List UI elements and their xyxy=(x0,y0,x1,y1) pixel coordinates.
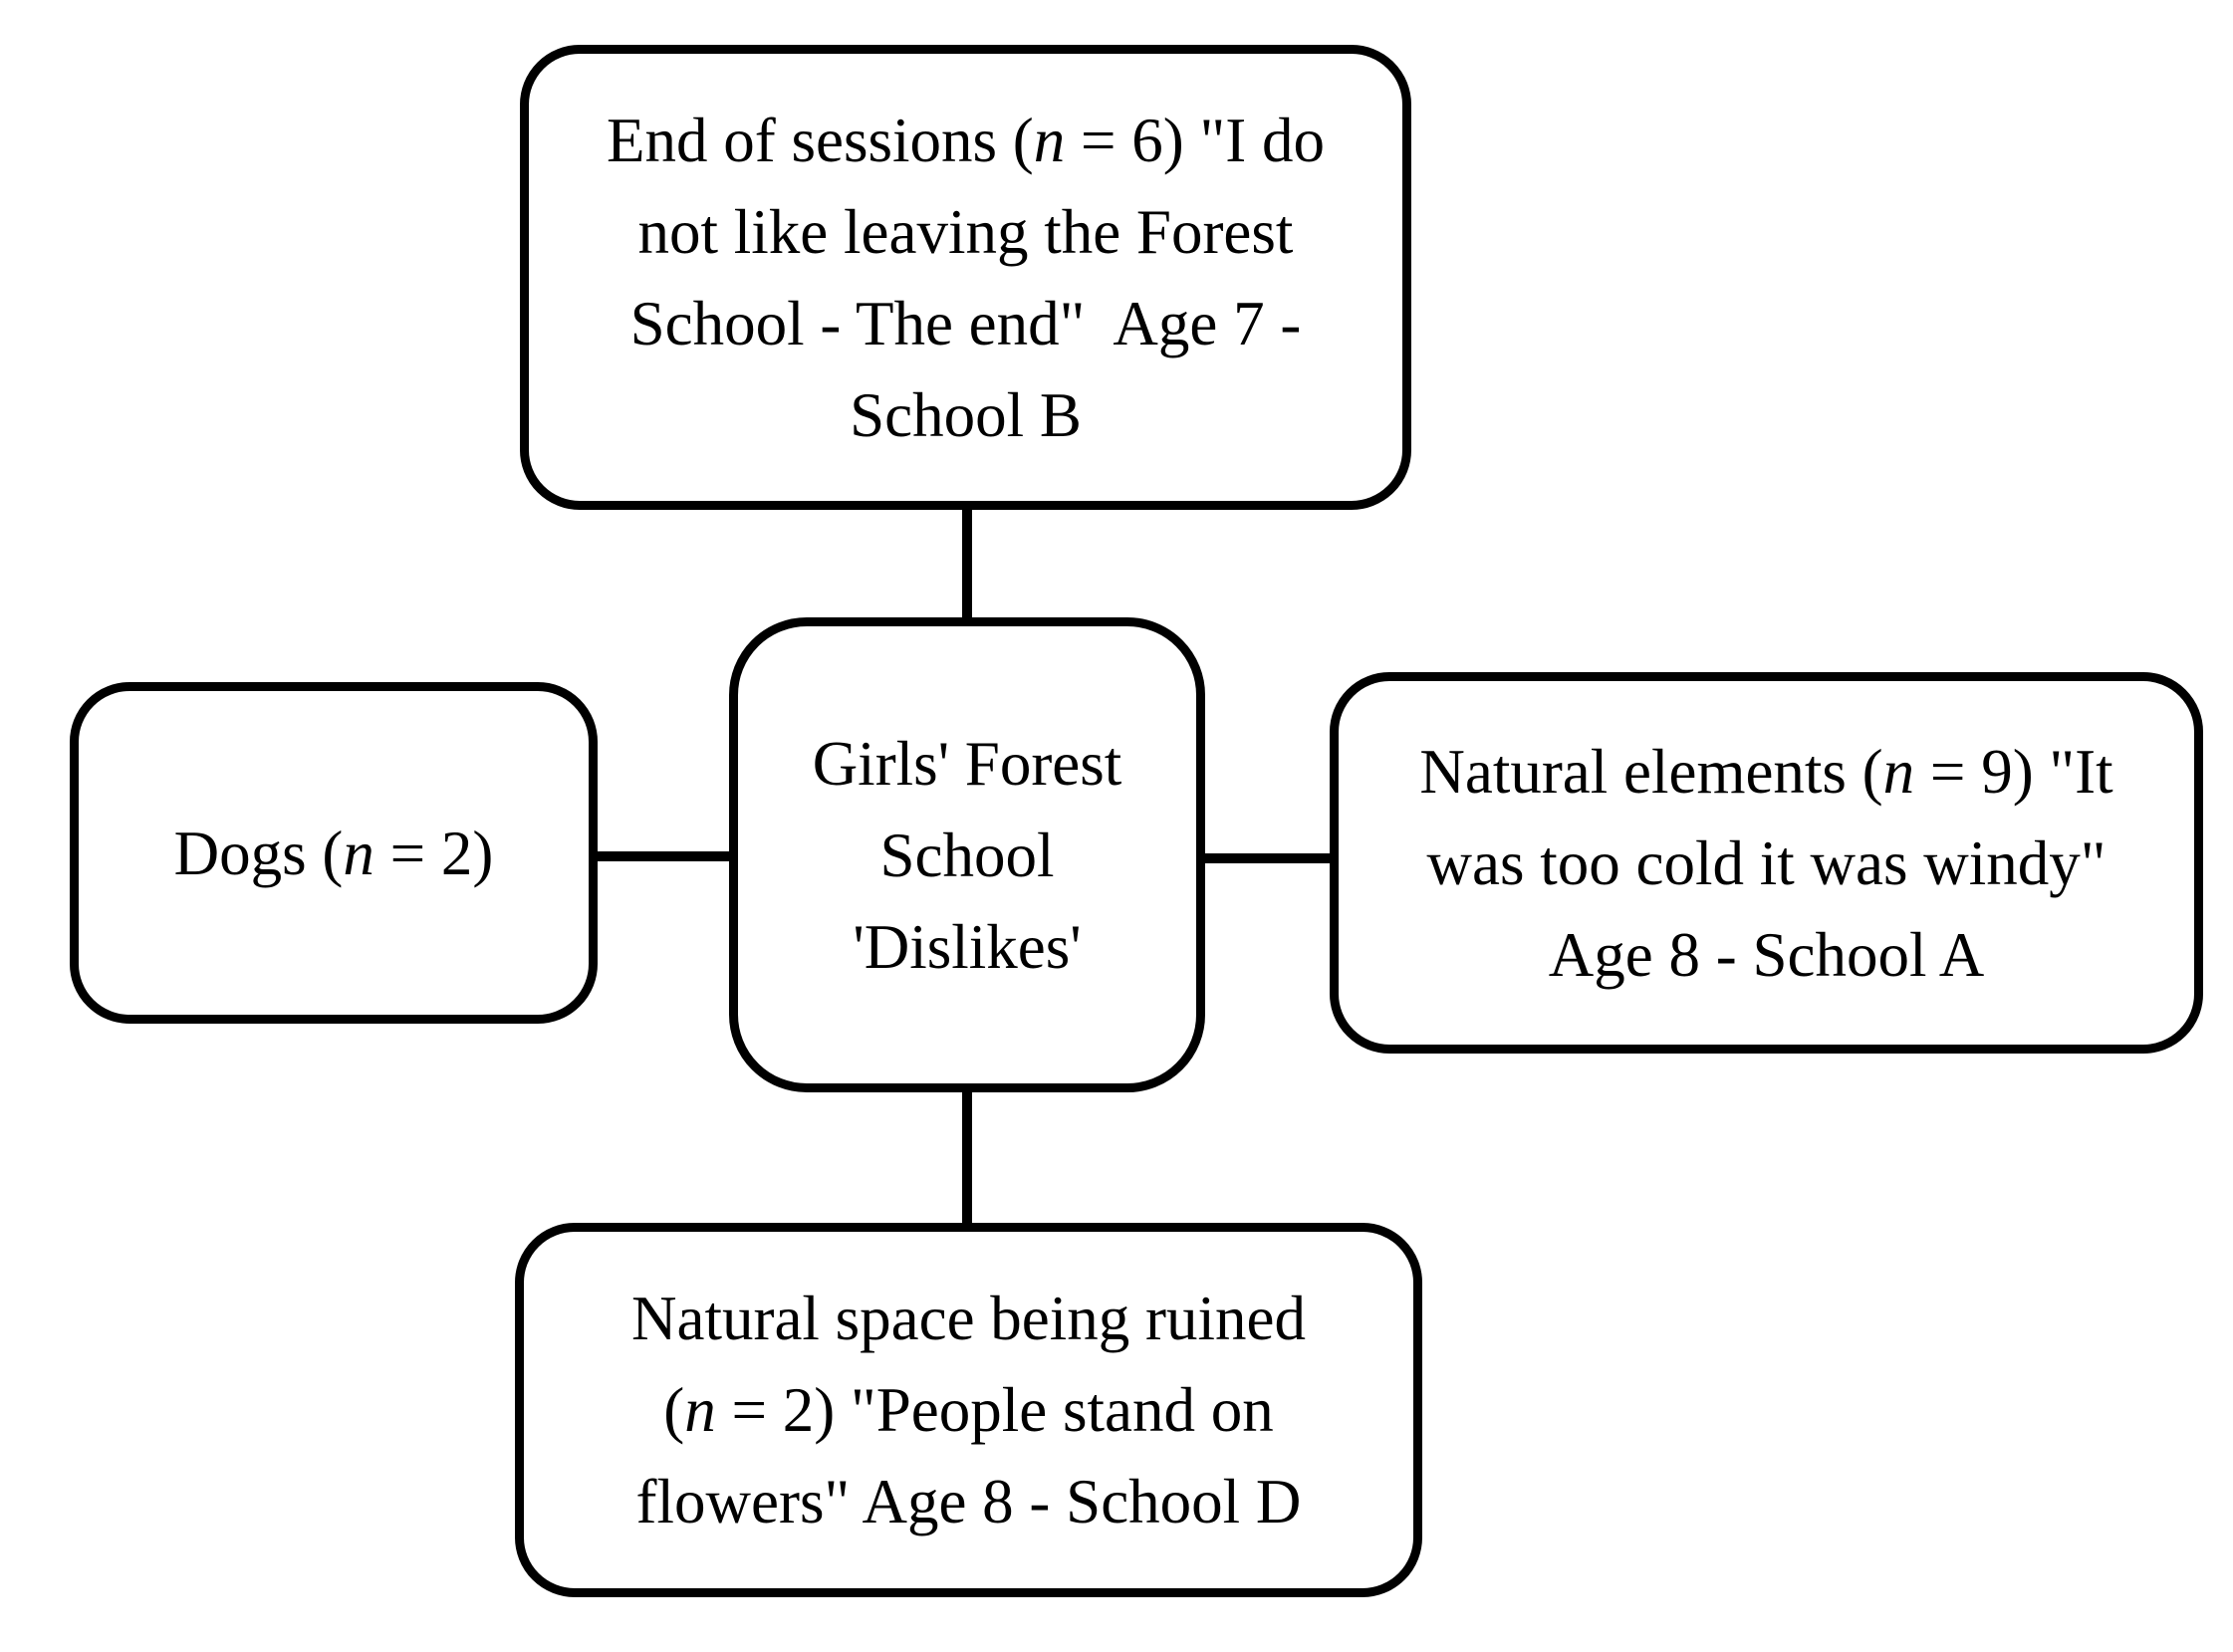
connector-center-to-bottom xyxy=(962,1087,972,1229)
connector-center-to-top xyxy=(962,506,972,625)
node-natural-space-being-ruined: Natural space being ruined(n = 2) "Peopl… xyxy=(515,1223,1422,1597)
node-dogs-label: Dogs (n = 2) xyxy=(173,818,494,888)
connector-center-to-left xyxy=(594,851,735,861)
connector-center-to-right xyxy=(1200,853,1336,863)
node-natural-space-being-ruined-label: Natural space being ruined(n = 2) "Peopl… xyxy=(631,1284,1306,1536)
node-dogs: Dogs (n = 2) xyxy=(70,682,598,1024)
